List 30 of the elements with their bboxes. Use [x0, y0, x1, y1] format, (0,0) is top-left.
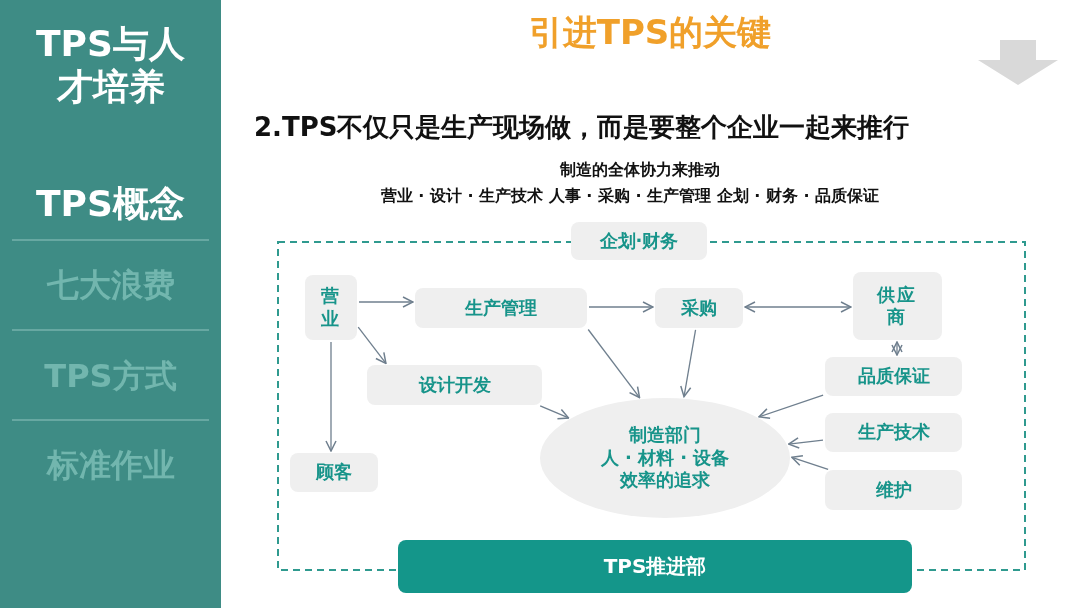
arrow [891, 341, 903, 356]
department-box: 企划·财务 [571, 222, 707, 260]
manufacturing-ellipse: 制造部门 人 · 材料 · 设备 效率的追求 [540, 398, 790, 518]
department-box: 生产管理 [415, 288, 587, 328]
department-box: 设计开发 [367, 365, 542, 405]
note-text: 营业 · 设计 · 生产技术 人事 · 采购 · 生产管理 企划 · 财务 · 品质保证 [379, 186, 881, 207]
arrow [539, 405, 570, 420]
arrow [325, 341, 337, 452]
department-box: 生产技术 [825, 413, 962, 452]
promotion-bar: TPS推进部 [398, 540, 912, 593]
page-title: 引进TPS的关键 [527, 11, 773, 54]
department-box: 供应商 [853, 272, 942, 340]
arrow [788, 437, 824, 449]
subtitle: 2.TPS不仅只是生产现场做，而是要整个企业一起来推行 [254, 111, 910, 144]
arrow [358, 296, 414, 308]
arrow [357, 326, 387, 365]
arrow [680, 329, 697, 398]
department-box: 营业 [305, 275, 357, 340]
arrow [758, 394, 824, 420]
department-box: 顾客 [290, 453, 378, 492]
arrow [588, 301, 654, 313]
nav-item: TPS概念 [35, 182, 186, 226]
note-text: 制造的全体协力来推动 [559, 160, 721, 181]
arrow [587, 328, 641, 399]
sidebar-heading: TPS与人才培养 [35, 22, 186, 109]
arrow [744, 301, 852, 313]
arrow [791, 454, 829, 470]
department-box: 维护 [825, 470, 962, 510]
department-box: 采购 [655, 288, 743, 328]
department-box: 品质保证 [825, 357, 962, 396]
